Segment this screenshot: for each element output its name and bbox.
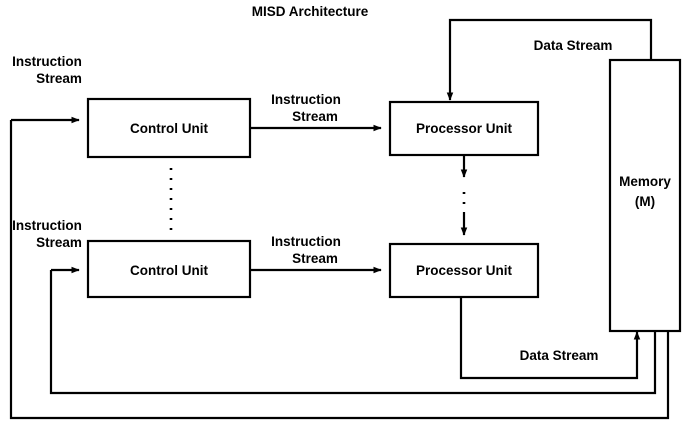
data-stream-bottom-label: Data Stream <box>520 348 599 363</box>
memory-label-line2: (M) <box>635 194 655 209</box>
processor-unit-top-label: Processor Unit <box>416 121 513 136</box>
instruction-stream-mid-top-label-line1: Instruction <box>271 92 341 107</box>
memory-label-line1: Memory <box>619 174 671 189</box>
data-stream-top-label: Data Stream <box>534 38 613 53</box>
wire-memory-feedback-to-top-control-unit <box>9 120 670 420</box>
control-unit-top-label: Control Unit <box>130 121 208 136</box>
instruction-stream-bottom-label-line2: Stream <box>36 235 82 250</box>
memory-box <box>608 58 682 333</box>
diagram-title: MISD Architecture <box>252 4 369 19</box>
instruction-stream-top-label-line1: Instruction <box>12 54 82 69</box>
wire-memory-to-top-processor <box>448 18 653 92</box>
instruction-stream-top-label-line2: Stream <box>36 71 82 86</box>
instruction-stream-mid-top-label-line2: Stream <box>292 109 338 124</box>
instruction-stream-bottom-label-line1: Instruction <box>12 218 82 233</box>
control-unit-top-box <box>86 97 252 159</box>
processor-unit-bottom-box <box>388 242 540 299</box>
instruction-stream-mid-bottom-label-line2: Stream <box>292 251 338 266</box>
wire-bottom-processor-to-memory <box>459 297 639 380</box>
control-unit-bottom-box <box>86 239 252 299</box>
instruction-stream-mid-bottom-label-line1: Instruction <box>271 234 341 249</box>
wire-memory-feedback-to-bottom-control-unit <box>49 270 657 395</box>
processor-unit-bottom-label: Processor Unit <box>416 263 513 278</box>
control-unit-bottom-label: Control Unit <box>130 263 208 278</box>
